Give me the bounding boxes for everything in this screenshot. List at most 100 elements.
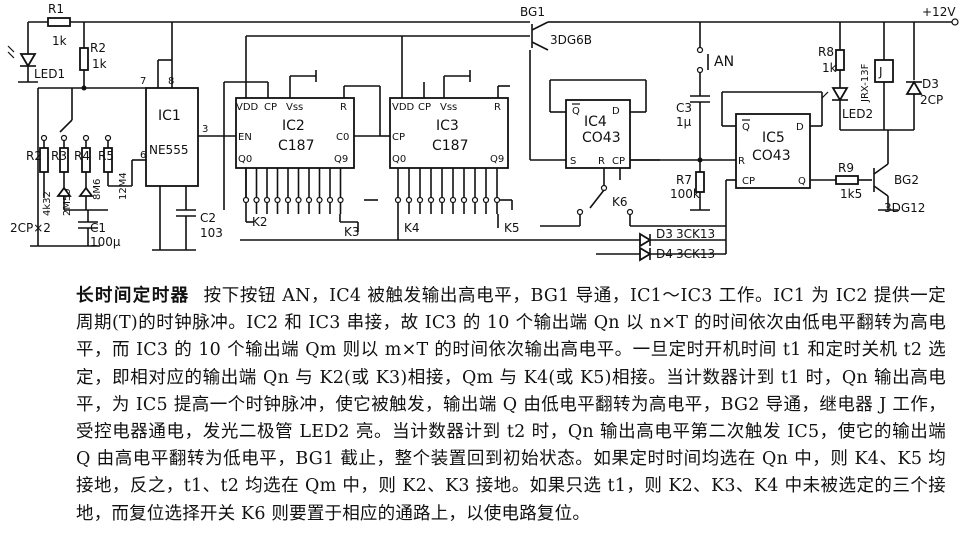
k2-label: K2 (252, 215, 268, 229)
output-pin-terminal (253, 196, 260, 204)
svg-text:R8: R8 (818, 45, 834, 59)
svg-text:CO43: CO43 (752, 148, 791, 164)
svg-text:R1: R1 (48, 2, 64, 16)
output-pin-terminal (471, 196, 479, 204)
output-pin-terminal (405, 196, 413, 204)
svg-text:IC2: IC2 (282, 118, 305, 134)
svg-text:3: 3 (202, 124, 208, 135)
selector-bus: K2 K3 K4 K5 (240, 199, 596, 241)
svg-text:2CP×2: 2CP×2 (10, 221, 51, 235)
r2-top-resistor: R2 1k (79, 22, 146, 91)
caption: 长时间定时器按下按钮 AN，IC4 被触发输出高电平，BG1 导通，IC1～IC… (76, 283, 946, 528)
svg-text:Q: Q (572, 106, 580, 117)
svg-text:1k5: 1k5 (840, 187, 862, 201)
svg-text:EN: EN (238, 132, 252, 143)
svg-text:7: 7 (140, 76, 146, 87)
svg-text:R5: R5 (98, 149, 114, 163)
c2-capacitor: C2 103 (152, 209, 223, 251)
output-pin-terminal (438, 196, 446, 204)
r9-resistor: R9 1k5 (835, 161, 872, 201)
svg-text:R2: R2 (26, 149, 42, 163)
svg-text:D3: D3 (656, 227, 673, 241)
svg-text:R3: R3 (51, 149, 67, 163)
d3-d4-diodes: D3 3CK13 D4 3CK13 (596, 225, 727, 262)
svg-text:3CK13: 3CK13 (676, 227, 715, 241)
bg1-transistor: BG1 3DG6B (510, 5, 700, 161)
svg-text:R9: R9 (838, 161, 854, 175)
ic1-ne555: IC1 NE555 7 8 3 6 (140, 22, 246, 250)
output-pin-terminal (449, 196, 457, 204)
svg-text:Vss: Vss (440, 102, 457, 113)
svg-text:CP: CP (392, 132, 405, 143)
svg-text:103: 103 (200, 226, 223, 240)
svg-text:R: R (598, 156, 605, 167)
timing-selector: R2 R3 R4 R5 4k32 2M59 8M6 12M4 2CP×2 (10, 87, 146, 236)
output-pin-terminal (274, 196, 281, 204)
svg-text:NE555: NE555 (149, 143, 188, 157)
r7-resistor: R7 100k (670, 160, 710, 211)
svg-text:LED1: LED1 (34, 67, 65, 81)
output-pin-terminal (295, 196, 302, 204)
output-pin-terminal (242, 196, 250, 204)
relay-j: J JRX-13F (860, 22, 894, 130)
output-pin-terminal (493, 196, 501, 204)
output-pin-terminal (305, 196, 313, 204)
svg-text:BG1: BG1 (520, 5, 545, 19)
output-pin-terminal (263, 196, 271, 204)
circuit-diagram: +12V R1 1k LED1 R2 1k (7, 2, 959, 262)
svg-text:JRX-13F: JRX-13F (860, 63, 871, 103)
svg-text:2M59: 2M59 (62, 188, 73, 216)
svg-text:1k: 1k (92, 57, 107, 71)
svg-text:IC3: IC3 (436, 118, 459, 134)
svg-text:IC4: IC4 (584, 114, 607, 130)
svg-text:IC1: IC1 (158, 108, 181, 124)
output-pin-terminal (427, 196, 435, 204)
an-button: AN (696, 22, 734, 96)
svg-text:J: J (878, 65, 883, 79)
k4-label: K4 (404, 221, 420, 235)
bg2-transistor: BG2 3DG12 (873, 130, 925, 215)
svg-text:1k: 1k (822, 61, 837, 75)
svg-text:R: R (738, 156, 745, 167)
svg-text:VDD: VDD (392, 102, 415, 113)
svg-text:S: S (570, 156, 576, 167)
caption-title: 长时间定时器 (76, 286, 190, 306)
caption-body: 按下按钮 AN，IC4 被触发输出高电平，BG1 导通，IC1～IC3 工作。I… (76, 286, 946, 524)
svg-text:AN: AN (714, 54, 734, 70)
svg-text:C3: C3 (676, 101, 692, 115)
svg-text:C187: C187 (432, 138, 469, 154)
output-pin-terminal (326, 196, 334, 204)
svg-text:LED2: LED2 (842, 107, 873, 121)
svg-text:6: 6 (140, 150, 146, 161)
svg-text:R: R (494, 102, 501, 113)
supply-rail: +12V (28, 5, 959, 26)
svg-text:C187: C187 (278, 138, 315, 154)
output-pin-terminal (337, 196, 344, 204)
svg-text:C1: C1 (90, 221, 106, 235)
svg-text:R2: R2 (90, 41, 106, 55)
output-pin-terminal (460, 196, 468, 204)
svg-text:C2: C2 (200, 211, 216, 225)
svg-text:R: R (340, 102, 347, 113)
svg-text:Q: Q (742, 122, 750, 133)
svg-text:Vss: Vss (286, 102, 303, 113)
svg-text:100k: 100k (670, 187, 700, 201)
r8-led2: R8 1k LED2 (818, 22, 914, 131)
svg-text:CP: CP (612, 156, 625, 167)
k6-switch: K6 (540, 184, 634, 227)
svg-text:BG2: BG2 (894, 173, 919, 187)
supply-label: +12V (922, 5, 956, 19)
svg-text:3DG6B: 3DG6B (550, 33, 592, 47)
svg-text:Q: Q (798, 176, 806, 187)
svg-text:R4: R4 (74, 149, 90, 163)
output-pin-terminal (284, 196, 292, 204)
svg-text:CP: CP (742, 176, 755, 187)
ic2-output-pins (242, 168, 344, 214)
svg-text:8: 8 (168, 76, 174, 87)
svg-text:Q9: Q9 (490, 154, 504, 165)
svg-text:CP: CP (418, 102, 431, 113)
c1-capacitor: C1 100μ (30, 210, 121, 249)
svg-text:D3: D3 (922, 77, 939, 91)
k5-label: K5 (504, 221, 520, 235)
svg-text:IC5: IC5 (762, 130, 785, 146)
